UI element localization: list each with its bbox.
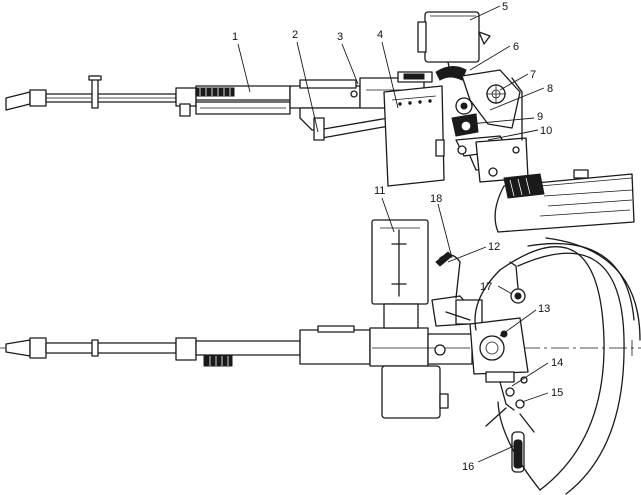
callout-16: 16 — [462, 461, 474, 473]
side-muzzle-brake — [5, 89, 47, 111]
callout-9: 9 — [537, 111, 543, 123]
plan-turret-ring — [474, 237, 641, 495]
callout-6: 6 — [513, 41, 519, 53]
callout-labels: 1 2 3 4 5 6 7 8 9 10 11 12 13 14 15 16 1… — [232, 1, 563, 473]
callout-14: 14 — [551, 357, 563, 369]
side-gas-block — [175, 85, 291, 117]
plan-sight-mechanism — [431, 251, 535, 473]
callout-1: 1 — [232, 31, 238, 43]
callout-2: 2 — [292, 29, 298, 41]
plan-muzzle-brake — [5, 337, 47, 359]
side-turret-ring — [494, 169, 635, 233]
side-view — [5, 11, 635, 233]
callout-4: 4 — [377, 29, 383, 41]
callout-8: 8 — [547, 83, 553, 95]
callout-7: 7 — [530, 69, 536, 81]
callout-10: 10 — [540, 125, 552, 137]
plan-receiver — [299, 325, 473, 367]
callout-18: 18 — [430, 193, 442, 205]
callout-leaders — [237, 5, 549, 463]
callout-17: 17 — [480, 281, 492, 293]
plan-barrel — [45, 339, 177, 357]
plan-gas-block — [175, 337, 301, 367]
callout-15: 15 — [551, 387, 563, 399]
plan-view — [0, 219, 641, 495]
callout-13: 13 — [538, 303, 550, 315]
callout-5: 5 — [502, 1, 508, 13]
callout-3: 3 — [337, 31, 343, 43]
plan-ammo-box-upper — [371, 219, 429, 329]
side-shield-plate — [383, 85, 445, 187]
side-sight-box — [417, 11, 491, 73]
callout-12: 12 — [488, 241, 500, 253]
plan-ammo-box-lower — [381, 365, 449, 419]
callout-11: 11 — [374, 185, 385, 197]
side-barrel — [45, 75, 177, 109]
side-elevation-mechanism — [435, 66, 529, 183]
